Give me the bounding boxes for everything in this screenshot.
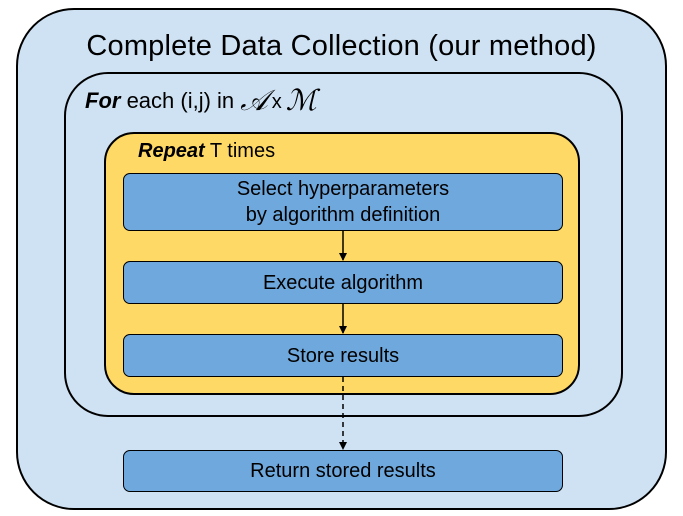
repeat-loop-text: T times bbox=[204, 140, 276, 162]
for-keyword: For bbox=[85, 88, 121, 113]
repeat-keyword: Repeat bbox=[138, 140, 205, 162]
set-m-symbol: ℳ bbox=[285, 83, 317, 117]
return-results-step: Return stored results bbox=[123, 450, 563, 492]
for-loop-text: each (i,j) in bbox=[120, 88, 241, 113]
set-a-symbol: 𝒜 bbox=[240, 83, 268, 117]
select-step-line2: by algorithm definition bbox=[245, 204, 441, 226]
store-results-step: Store results bbox=[123, 334, 563, 377]
repeat-loop-header: Repeat T times bbox=[138, 139, 275, 163]
select-hyperparameters-step: Select hyperparameters by algorithm defi… bbox=[123, 173, 563, 231]
times-symbol: x bbox=[271, 91, 282, 113]
execute-algorithm-step: Execute algorithm bbox=[123, 261, 563, 304]
diagram-title: Complete Data Collection (our method) bbox=[86, 30, 597, 62]
select-step-line1: Select hyperparameters bbox=[236, 178, 450, 200]
